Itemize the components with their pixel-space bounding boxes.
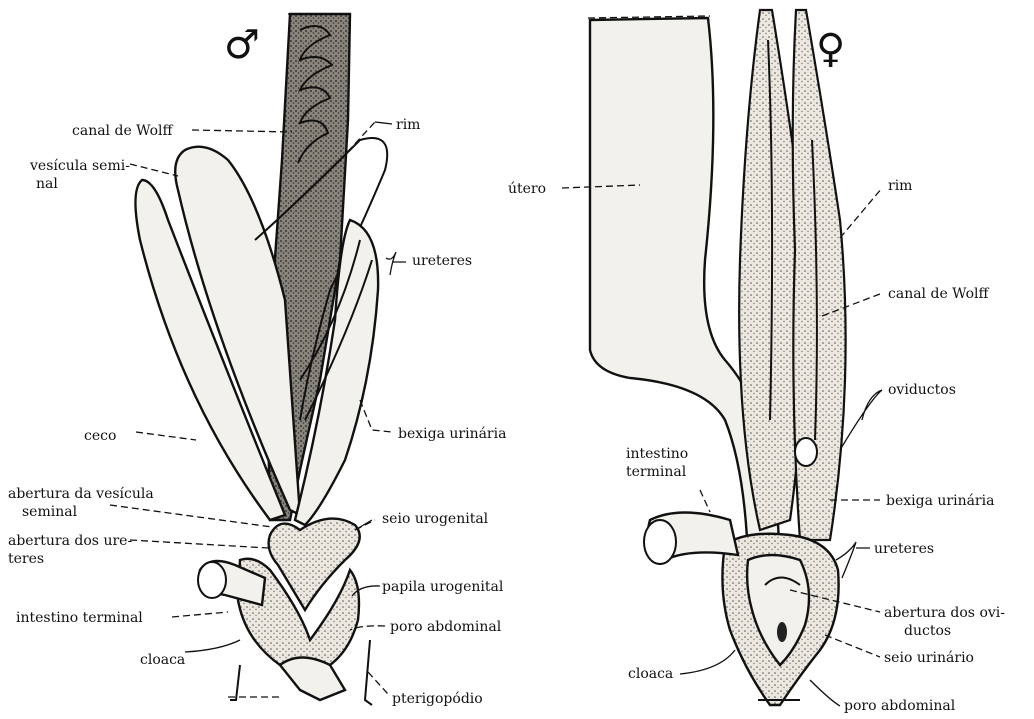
female-label-abertura-oviductos-1: abertura dos ovi- — [884, 605, 1005, 621]
male-symbol: ♂ — [224, 22, 260, 68]
male-label-abertura-vesicula-2: seminal — [22, 504, 78, 520]
male-label-seio-urogenital: seio urogenital — [382, 511, 489, 527]
male-diagram — [135, 14, 387, 705]
male-pterigopodio-body — [280, 658, 345, 701]
male-intestine-opening — [198, 562, 226, 598]
female-label-poro: poro abdominal — [844, 698, 956, 714]
female-label-seio-urinario: seio urinário — [884, 650, 974, 666]
female-label-rim: rim — [888, 178, 912, 194]
female-label-intestino-2: terminal — [626, 464, 687, 480]
female-label-abertura-oviductos-2: ductos — [904, 623, 951, 639]
male-label-bexiga: bexiga urinária — [398, 426, 506, 442]
male-label-intestino: intestino terminal — [16, 610, 143, 626]
female-label-oviductos: oviductos — [888, 382, 956, 398]
male-label-ureteres: ureteres — [412, 253, 472, 269]
female-intestine-opening — [644, 520, 676, 564]
male-label-ceco: ceco — [84, 428, 116, 444]
female-seio-opening — [777, 622, 787, 642]
male-label-abertura-vesicula-1: abertura da vesícula — [8, 486, 154, 502]
female-oviduct-opening — [795, 438, 817, 466]
male-label-abertura-ureteres-2: teres — [8, 551, 44, 567]
male-label-vesicula-2: nal — [36, 176, 58, 192]
male-label-poro: poro abdominal — [390, 619, 502, 635]
female-diagram — [588, 10, 846, 705]
female-label-utero: útero — [508, 181, 546, 197]
female-label-ureteres: ureteres — [874, 541, 934, 557]
female-label-canal-wolff: canal de Wolff — [888, 286, 990, 302]
male-label-vesicula-1: vesícula semi- — [29, 158, 130, 174]
male-label-abertura-ureteres-1: abertura dos ure- — [8, 533, 132, 549]
male-label-pterigopodio: pterigopódio — [392, 691, 483, 707]
female-label-intestino-1: intestino — [626, 446, 688, 462]
female-label-cloaca: cloaca — [628, 666, 673, 682]
female-label-bexiga: bexiga urinária — [886, 493, 994, 509]
male-label-papila: papila urogenital — [382, 579, 504, 595]
male-label-canal-wolff: canal de Wolff — [72, 123, 174, 139]
male-pterigopodio-left — [230, 665, 240, 700]
male-label-cloaca: cloaca — [140, 652, 185, 668]
female-symbol: ♀ — [816, 26, 845, 72]
male-label-rim: rim — [396, 117, 420, 133]
